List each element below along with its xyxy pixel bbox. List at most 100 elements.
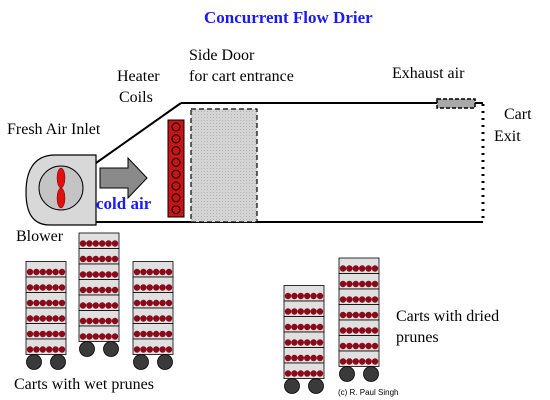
prune (291, 339, 298, 346)
cold-air-label: cold air (96, 194, 152, 213)
prune (365, 311, 372, 319)
prune (310, 308, 317, 315)
cart-exit-label-line2: Exit (494, 128, 521, 145)
cart-wheel (26, 354, 42, 370)
prune (352, 358, 359, 365)
cart-wheel (133, 354, 149, 370)
cart-tray (338, 273, 380, 290)
cart-tray (283, 331, 325, 348)
prune (310, 354, 317, 362)
prune (58, 299, 66, 307)
prune (371, 296, 379, 303)
prune (365, 327, 372, 334)
prune (111, 317, 119, 325)
prune (111, 302, 119, 309)
prune (284, 308, 292, 315)
prune (284, 339, 292, 346)
prune (365, 296, 372, 303)
side-door (190, 108, 258, 223)
prune (46, 315, 53, 322)
prune (79, 240, 87, 247)
prune (105, 286, 112, 294)
prune (26, 315, 34, 322)
prune (146, 284, 153, 291)
prune (79, 286, 87, 294)
prune (339, 327, 347, 334)
prune (153, 299, 160, 307)
fan-blade (56, 167, 66, 189)
cart-tray (78, 310, 120, 327)
cart-tray (25, 338, 67, 355)
prune (140, 346, 147, 353)
cart-exit-label-line1: Cart (504, 106, 532, 123)
prune (153, 330, 160, 338)
fan-blade (56, 187, 66, 209)
prune (284, 292, 292, 300)
cart-tray (25, 261, 67, 278)
prune (371, 327, 379, 334)
prune (140, 268, 147, 276)
prune (165, 330, 173, 338)
prune (310, 370, 317, 377)
prune (133, 346, 141, 353)
prune (346, 342, 353, 350)
wet-prune-cart (78, 232, 120, 357)
cart-wheel (50, 354, 66, 370)
blower-label: Blower (16, 228, 64, 245)
prune (339, 311, 347, 319)
heater-label-line2: Coils (119, 89, 153, 106)
prune (46, 299, 53, 307)
prune (39, 346, 46, 353)
cart-tray (283, 285, 325, 302)
prune (371, 265, 379, 272)
prune (79, 271, 87, 278)
cart-tray (78, 248, 120, 265)
cart-wheel (308, 378, 324, 394)
cart-tray (78, 294, 120, 311)
prune (310, 339, 317, 346)
prune (371, 311, 379, 319)
prune (291, 292, 298, 300)
heater-coils (167, 119, 185, 218)
heater-coil-ring (171, 157, 181, 167)
prune (33, 284, 40, 291)
prune (33, 330, 40, 338)
prune (140, 315, 147, 322)
prune (133, 284, 141, 291)
cart-tray (78, 263, 120, 280)
side-door-label-line2: for cart entrance (189, 68, 294, 85)
prune (105, 317, 112, 325)
prune (153, 268, 160, 276)
prune (52, 315, 59, 322)
drier-chamber (95, 102, 485, 223)
prune (26, 346, 34, 353)
prune (284, 370, 292, 377)
wet-carts-label: Carts with wet prunes (14, 376, 154, 393)
cart-wheel (103, 341, 119, 357)
prune (111, 240, 119, 247)
prune (33, 268, 40, 276)
prune (359, 296, 366, 303)
heater-coil-ring (171, 193, 181, 203)
prune (310, 323, 317, 331)
prune (316, 354, 324, 362)
prune (79, 255, 87, 263)
prune (105, 302, 112, 309)
wet-prune-cart (132, 261, 174, 370)
prune (165, 299, 173, 307)
prune (346, 327, 353, 334)
prune (304, 354, 311, 362)
prune (140, 284, 147, 291)
prune (284, 323, 292, 331)
prune (304, 370, 311, 377)
cart-tray (338, 319, 380, 336)
prune (146, 268, 153, 276)
prune (165, 268, 173, 276)
copyright-label: (c) R. Paul Singh (338, 388, 399, 397)
prune (92, 255, 100, 263)
prune (133, 330, 141, 338)
prune (352, 342, 359, 350)
cart-tray (132, 292, 174, 309)
prune (86, 317, 93, 325)
prune (359, 342, 366, 350)
